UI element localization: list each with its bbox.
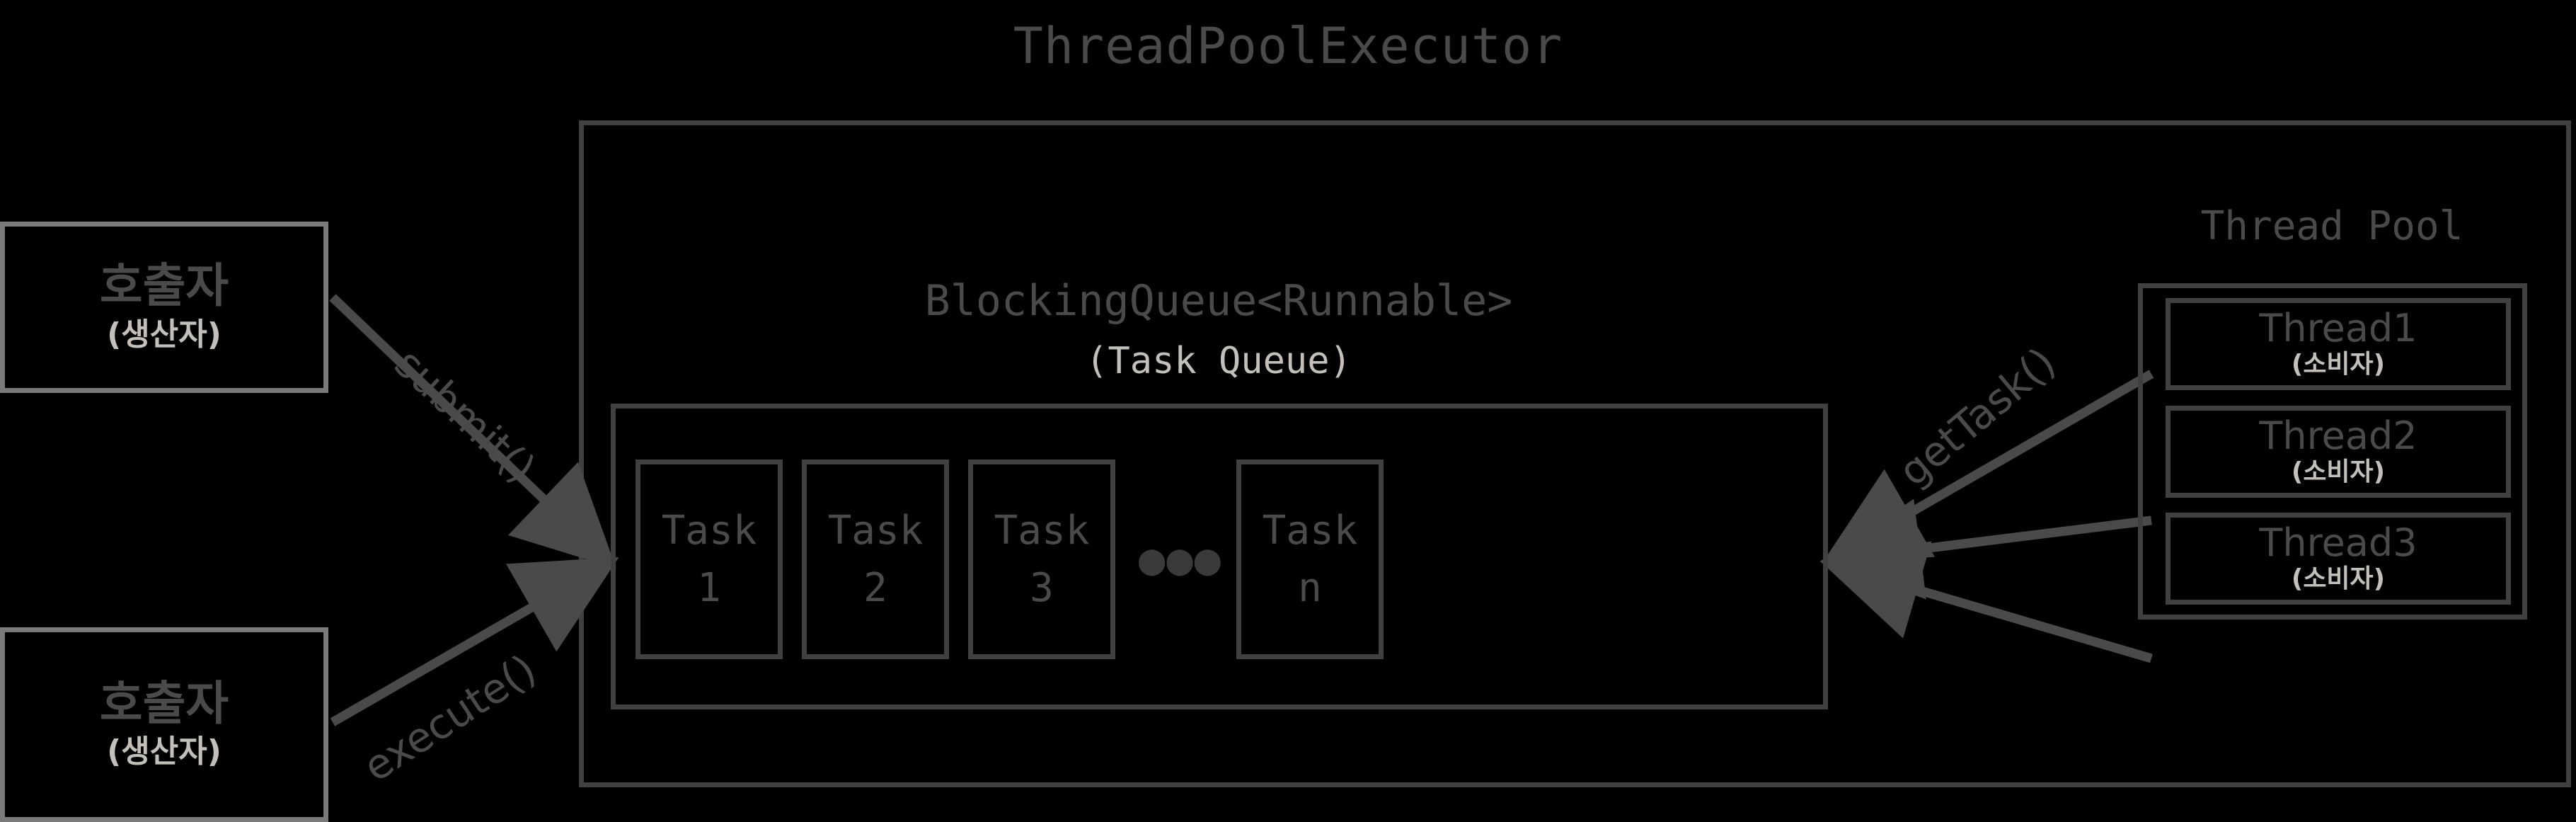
thread-role: (소비자) [2291,457,2386,486]
thread-item-1[interactable]: Thread1 (소비자) [2166,298,2511,390]
caller-producer-top[interactable]: 호출자 (생산자) [0,222,328,393]
caller-title: 호출자 [99,675,229,731]
thread-pool-frame: Thread1 (소비자) Thread2 (소비자) Thread3 (소비자… [2138,283,2527,620]
task-label: Task [994,507,1090,554]
blocking-queue-title: BlockingQueue<Runnable> [924,276,1513,326]
task-label: Task [827,507,924,554]
task-index: 3 [1030,565,1054,611]
submit-label: submit() [385,339,545,493]
task-label: Task [1262,507,1358,554]
page-title: ThreadPoolExecutor [1013,17,1563,75]
task-index: 2 [863,565,887,611]
thread-name: Thread1 [2259,306,2417,351]
thread-pool-title: Thread Pool [2200,203,2463,249]
thread-name: Thread3 [2259,520,2417,566]
task-index: 1 [697,565,721,611]
thread-item-2[interactable]: Thread2 (소비자) [2166,405,2511,498]
blocking-queue-subtitle: (Task Queue) [1086,340,1352,382]
execute-label: execute() [355,644,545,792]
thread-role: (소비자) [2291,564,2386,594]
caller-title: 호출자 [99,258,229,314]
task-item[interactable]: Task n [1236,459,1384,659]
caller-subtitle: (생산자) [107,733,222,770]
blocking-queue-frame [611,404,1828,709]
task-index: n [1298,565,1322,611]
thread-item-3[interactable]: Thread3 (소비자) [2166,513,2511,605]
task-list: Task 1 Task 2 Task 3 ●●● Task n [636,457,1803,662]
caller-subtitle: (생산자) [107,316,222,353]
thread-name: Thread2 [2259,413,2417,458]
task-item[interactable]: Task 2 [802,459,949,659]
thread-role: (소비자) [2291,350,2386,379]
caller-producer-bottom[interactable]: 호출자 (생산자) [0,627,328,822]
task-item[interactable]: Task 3 [968,459,1115,659]
task-label: Task [661,507,757,554]
task-item[interactable]: Task 1 [636,459,783,659]
ellipsis-icon: ●●● [1139,532,1222,585]
